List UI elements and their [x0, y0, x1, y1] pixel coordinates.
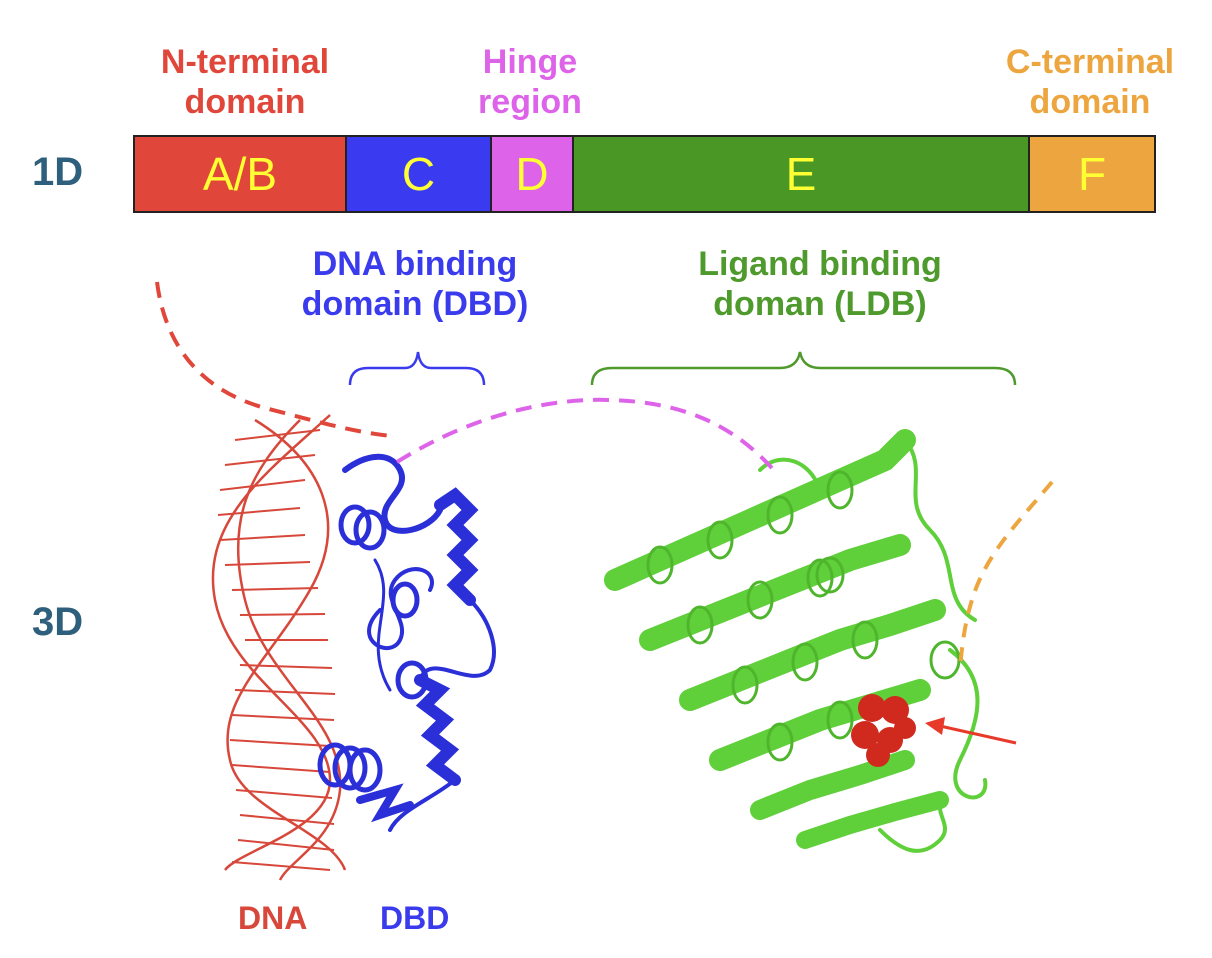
ldb-label: Ligand binding doman (LDB) — [665, 244, 975, 324]
hinge-dashed-linker — [395, 397, 780, 477]
hinge-region-label: Hinge region — [472, 42, 588, 122]
row-label-3d: 3D — [32, 600, 84, 644]
c-terminal-label: C-terminal domain — [995, 42, 1185, 122]
ligand-arrow — [925, 717, 1017, 745]
segment-d: D — [492, 137, 574, 211]
c-terminal-label-line2: domain — [1029, 83, 1151, 121]
ldb-label-line2: doman (LDB) — [713, 285, 927, 323]
c-terminal-dashed-linker — [958, 480, 1054, 669]
hinge-label-line1: Hinge — [482, 43, 578, 81]
dna-caption: DNA — [238, 900, 308, 936]
dbd-label-line1: DNA binding — [312, 245, 518, 283]
segment-d-letter: D — [515, 148, 549, 200]
segment-e-letter: E — [785, 148, 817, 200]
ldb-helix-coils — [646, 470, 961, 762]
ldb-brace — [590, 351, 1017, 386]
ligand — [851, 694, 916, 767]
n-terminal-label: N-terminal domain — [150, 42, 340, 122]
dna-helix — [211, 414, 347, 881]
c-terminal-label-line1: C-terminal — [1005, 43, 1175, 81]
dbd-brace — [348, 351, 486, 386]
dbd-label-line2: domain (DBD) — [301, 285, 529, 323]
dbd-caption: DBD — [380, 900, 450, 936]
segment-f-letter: F — [1077, 148, 1107, 200]
dbd-label: DNA binding domain (DBD) — [285, 244, 545, 324]
dna-base-pairs — [217, 429, 336, 871]
segment-e: E — [574, 137, 1030, 211]
n-terminal-dashed-linker — [155, 281, 393, 438]
segment-ab: A/B — [135, 137, 347, 211]
n-terminal-label-line1: N-terminal — [160, 43, 330, 81]
segment-c-letter: C — [401, 148, 436, 200]
dbd-helix-coils — [317, 504, 429, 793]
ldb-label-line1: Ligand binding — [698, 245, 942, 283]
segment-c: C — [347, 137, 492, 211]
hinge-label-line2: region — [478, 83, 582, 121]
segment-ab-letter: A/B — [202, 148, 278, 200]
segment-f: F — [1030, 137, 1154, 211]
n-terminal-label-line2: domain — [184, 83, 306, 121]
row-label-1d: 1D — [32, 150, 84, 194]
domain-bar: A/B C D E F — [133, 135, 1156, 213]
